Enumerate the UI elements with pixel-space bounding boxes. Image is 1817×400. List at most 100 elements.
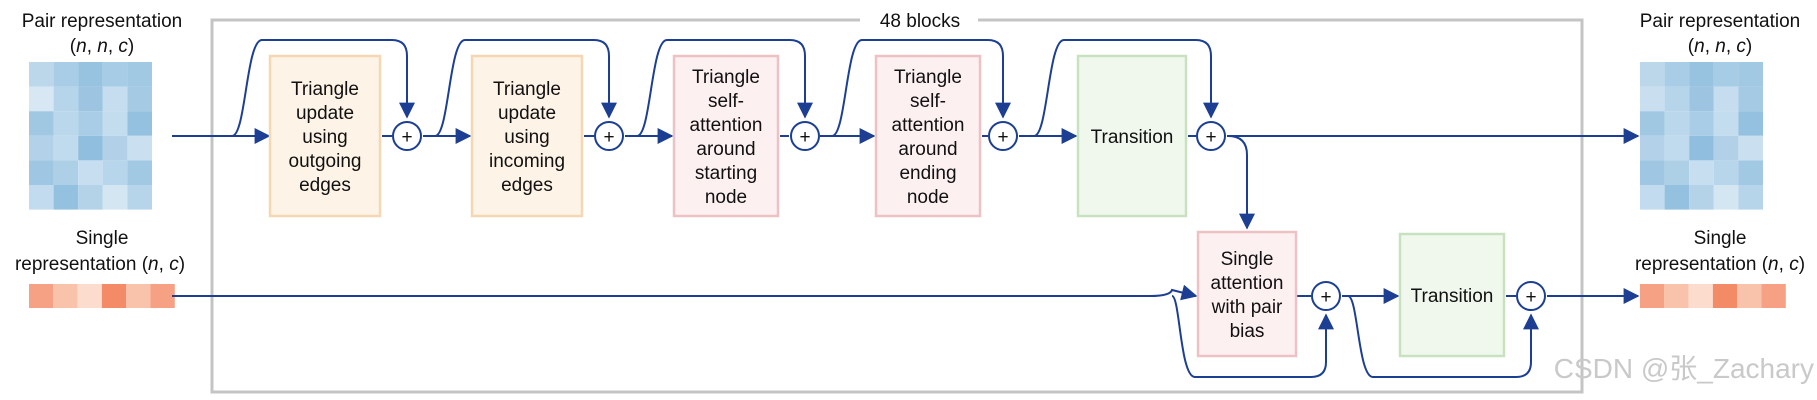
block-label-line: bias bbox=[1230, 321, 1265, 342]
vector-cell bbox=[1737, 284, 1762, 308]
block-label-line: around bbox=[898, 139, 957, 160]
block-box bbox=[1196, 230, 1298, 358]
block-box bbox=[672, 54, 780, 218]
matrix-cell bbox=[1689, 62, 1714, 87]
blocks-group-title: 48 blocks bbox=[880, 11, 960, 32]
matrix-cell bbox=[78, 135, 103, 161]
block-label-line: edges bbox=[299, 175, 351, 196]
matrix-cell bbox=[1664, 185, 1690, 210]
vector-cell bbox=[1761, 284, 1786, 308]
block-label-line: update bbox=[498, 103, 556, 124]
matrix-cell bbox=[78, 160, 103, 185]
block-box bbox=[874, 54, 982, 218]
matrix-cell bbox=[1738, 86, 1763, 112]
block-label-line: ending bbox=[899, 163, 956, 184]
matrix-cell bbox=[1664, 86, 1690, 112]
add-node-6-symbol: + bbox=[1320, 287, 1331, 308]
output-pair-matrix bbox=[1640, 62, 1763, 210]
matrix-cell bbox=[78, 62, 103, 87]
add-node-6: + bbox=[1311, 281, 1341, 311]
input-pair-label: Pair representation bbox=[22, 11, 183, 32]
matrix-cell bbox=[1738, 111, 1763, 136]
matrix-cell bbox=[1689, 185, 1714, 210]
matrix-cell bbox=[1689, 135, 1714, 161]
block-label-line: update bbox=[296, 103, 354, 124]
block-label-line: using bbox=[504, 127, 549, 148]
matrix-cell bbox=[127, 135, 152, 161]
add-node-4: + bbox=[988, 121, 1018, 151]
vector-cell bbox=[1712, 284, 1738, 308]
matrix-cell bbox=[127, 185, 152, 210]
block-label-line: Triangle bbox=[493, 79, 561, 100]
block-label-line: self- bbox=[910, 91, 946, 112]
matrix-cell bbox=[1738, 62, 1763, 87]
add-node-7: + bbox=[1516, 281, 1546, 311]
vector-cell bbox=[101, 284, 127, 308]
output-single-vector bbox=[1640, 284, 1786, 308]
matrix-cell bbox=[29, 135, 54, 161]
output-pair-dims: (n, n, c) bbox=[1688, 36, 1752, 57]
matrix-cell bbox=[1664, 160, 1690, 185]
vector-cell bbox=[77, 284, 102, 308]
block-label-line: edges bbox=[501, 175, 553, 196]
vector-cell bbox=[29, 284, 54, 308]
block-label-line: Transition bbox=[1091, 127, 1174, 148]
block-single-trans: Transition bbox=[1398, 232, 1506, 358]
block-box bbox=[1398, 232, 1506, 358]
vector-cell bbox=[150, 284, 175, 308]
matrix-cell bbox=[53, 160, 79, 185]
block-label-line: outgoing bbox=[289, 151, 362, 172]
matrix-cell bbox=[1640, 111, 1665, 136]
matrix-cell bbox=[1640, 62, 1665, 87]
add-node-3: + bbox=[790, 121, 820, 151]
input-pair-dims: (n, n, c) bbox=[70, 36, 134, 57]
block-box bbox=[470, 54, 584, 218]
matrix-cell bbox=[1664, 62, 1690, 87]
matrix-cell bbox=[1640, 135, 1665, 161]
watermark: CSDN @张_Zachary bbox=[1554, 353, 1814, 384]
matrix-cell bbox=[78, 111, 103, 136]
block-label-line: Triangle bbox=[291, 79, 359, 100]
input-single-label: Single bbox=[76, 228, 129, 249]
output-single-dims: representation (n, c) bbox=[1635, 254, 1805, 275]
add-node-4-symbol: + bbox=[997, 127, 1008, 148]
matrix-cell bbox=[29, 160, 54, 185]
block-label-line: attention bbox=[1211, 273, 1284, 294]
matrix-cell bbox=[1738, 185, 1763, 210]
matrix-cell bbox=[53, 135, 79, 161]
matrix-cell bbox=[53, 185, 79, 210]
plus-nodes: + + + + + + + bbox=[392, 121, 1546, 311]
block-label-line: with pair bbox=[1211, 297, 1283, 318]
add-node-2-symbol: + bbox=[603, 127, 614, 148]
vector-cell bbox=[1664, 284, 1689, 308]
block-label-line: attention bbox=[892, 115, 965, 136]
matrix-cell bbox=[53, 86, 79, 112]
matrix-cell bbox=[127, 111, 152, 136]
matrix-cell bbox=[102, 185, 128, 210]
add-node-7-symbol: + bbox=[1525, 287, 1536, 308]
vector-cell bbox=[1688, 284, 1713, 308]
input-single-vector bbox=[29, 284, 175, 308]
add-node-5: + bbox=[1196, 121, 1226, 151]
matrix-cell bbox=[29, 111, 54, 136]
matrix-cell bbox=[102, 111, 128, 136]
input-single-dims: representation (n, c) bbox=[15, 254, 185, 275]
add-node-3-symbol: + bbox=[799, 127, 810, 148]
matrix-cell bbox=[1689, 86, 1714, 112]
matrix-cell bbox=[102, 62, 128, 87]
vector-cell bbox=[126, 284, 151, 308]
matrix-cell bbox=[127, 62, 152, 87]
matrix-cell bbox=[1640, 160, 1665, 185]
matrix-cell bbox=[1640, 185, 1665, 210]
add-node-1: + bbox=[392, 121, 422, 151]
matrix-cell bbox=[1738, 135, 1763, 161]
block-label-line: node bbox=[705, 187, 747, 208]
matrix-cell bbox=[29, 86, 54, 112]
matrix-cell bbox=[1713, 111, 1739, 136]
block-label-line: using bbox=[302, 127, 347, 148]
block-box bbox=[268, 54, 382, 218]
